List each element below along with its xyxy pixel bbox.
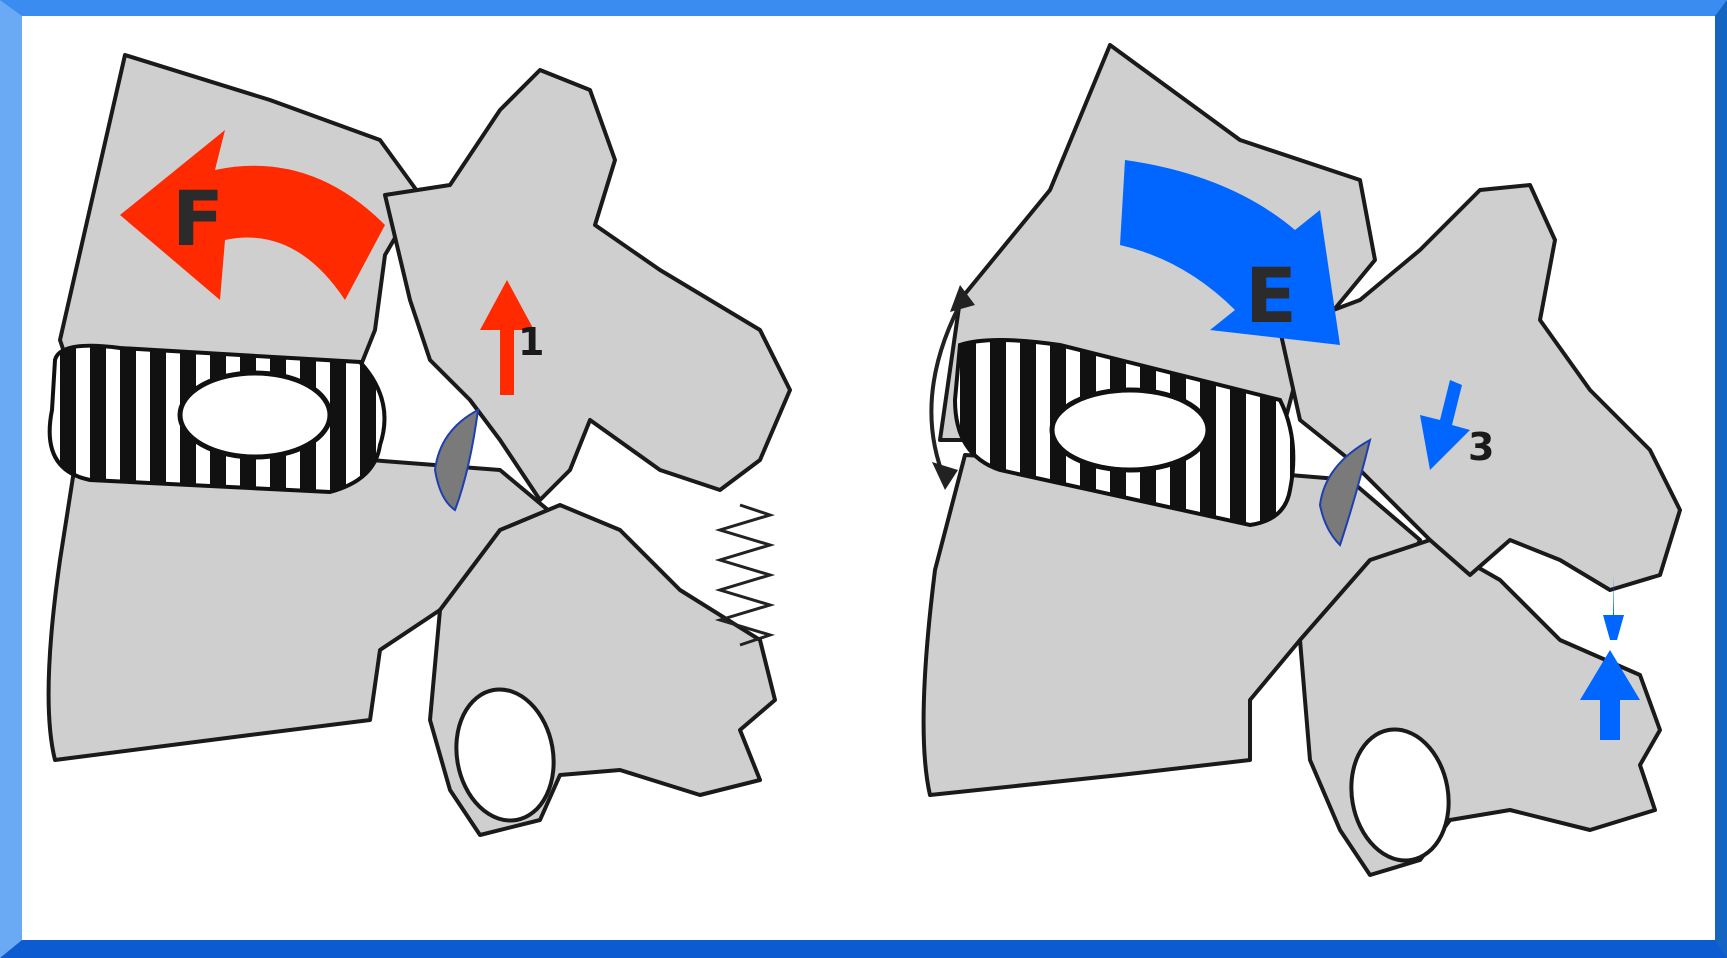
- double-arrow-head-bottom: [932, 462, 958, 490]
- left-panel: F 1: [49, 55, 790, 835]
- left-nucleus: [180, 373, 330, 457]
- left-detail-label: 1: [518, 320, 544, 364]
- right-panel: E 3: [924, 45, 1680, 875]
- right-motion-label: E: [1245, 251, 1297, 340]
- left-upper-posterior-elements: [385, 70, 790, 500]
- right-nucleus: [1052, 390, 1208, 470]
- left-motion-label: F: [172, 174, 224, 263]
- right-detail-label: 3: [1468, 425, 1494, 469]
